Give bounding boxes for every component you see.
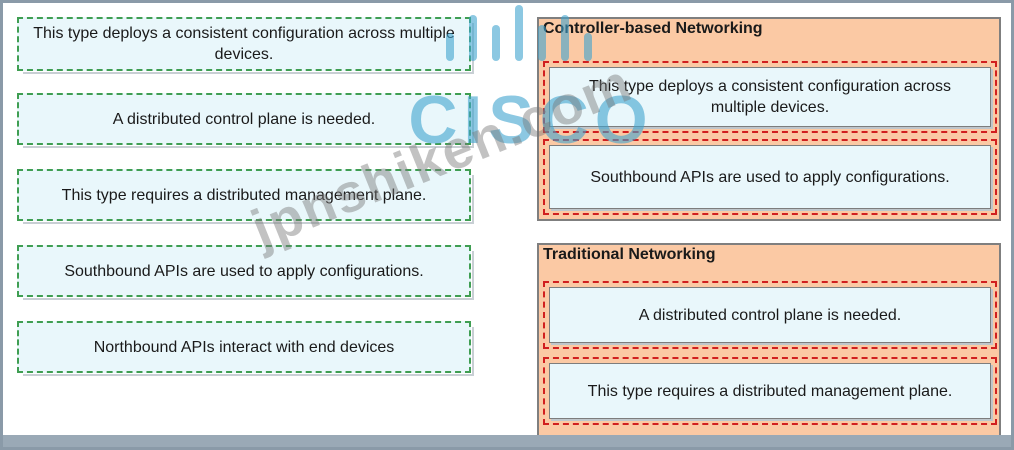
drop-slot[interactable]: This type deploys a consistent configura… (543, 61, 997, 133)
source-item-label: Southbound APIs are used to apply config… (64, 262, 424, 280)
source-item-label: A distributed control plane is needed. (112, 110, 376, 128)
source-item-southbound-apis[interactable]: Southbound APIs are used to apply config… (17, 245, 474, 300)
zone-title: Traditional Networking (543, 246, 716, 263)
placed-item-label: A distributed control plane is needed. (638, 306, 902, 324)
source-item-consistent-config[interactable]: This type deploys a consistent configura… (17, 17, 474, 74)
target-zone-controller-based[interactable]: Controller-based Networking This type de… (537, 17, 1001, 221)
bottom-bar (3, 435, 1011, 447)
target-zone-traditional[interactable]: Traditional Networking A distributed con… (537, 243, 1001, 443)
placed-item[interactable]: This type deploys a consistent configura… (549, 67, 991, 127)
zone-title: Controller-based Networking (543, 20, 763, 37)
drop-slot[interactable]: Southbound APIs are used to apply config… (543, 139, 997, 215)
source-item-northbound-apis[interactable]: Northbound APIs interact with end device… (17, 321, 474, 376)
source-item-distributed-management-plane[interactable]: This type requires a distributed managem… (17, 169, 474, 224)
placed-item-label: Southbound APIs are used to apply config… (590, 168, 950, 186)
placed-item[interactable]: A distributed control plane is needed. (549, 287, 991, 343)
source-item-label: This type requires a distributed managem… (61, 186, 427, 204)
source-item-label: This type deploys a consistent configura… (33, 25, 455, 63)
source-item-distributed-control-plane[interactable]: A distributed control plane is needed. (17, 93, 474, 148)
source-item-label: Northbound APIs interact with end device… (93, 338, 395, 356)
drop-slot[interactable]: A distributed control plane is needed. (543, 281, 997, 349)
placed-item-label: This type deploys a consistent configura… (589, 78, 951, 116)
placed-item-label: This type requires a distributed managem… (587, 382, 953, 400)
placed-item[interactable]: This type requires a distributed managem… (549, 363, 991, 419)
drop-slot[interactable]: This type requires a distributed managem… (543, 357, 997, 425)
placed-item[interactable]: Southbound APIs are used to apply config… (549, 145, 991, 209)
